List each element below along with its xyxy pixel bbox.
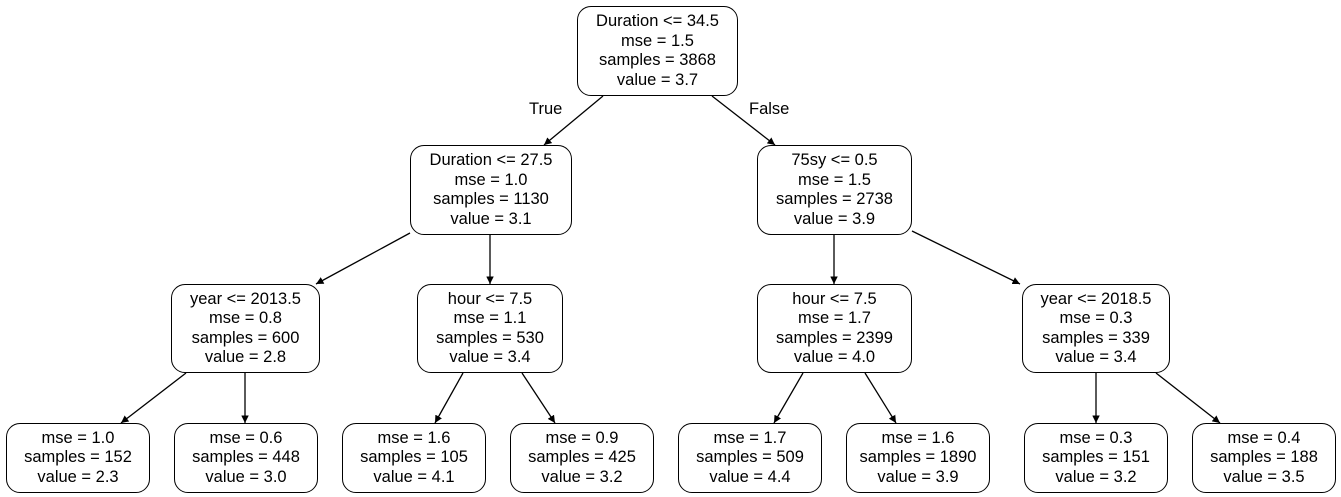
node-line: value = 2.8	[204, 348, 287, 366]
node-line: samples = 1890	[859, 448, 977, 467]
node-line: value = 3.9	[793, 209, 876, 228]
node-line: value = 3.1	[450, 209, 532, 228]
node-line: samples = 2738	[776, 190, 893, 208]
node-line: mse = 1.6	[377, 428, 451, 447]
edge-arrow-n4-n10	[521, 372, 556, 424]
node-line: mse = 0.3	[1059, 309, 1133, 327]
node-line: mse = 1.5	[798, 170, 871, 189]
node-line: Duration <= 34.5	[596, 12, 719, 30]
node-line: mse = 1.1	[453, 309, 527, 327]
node-line: year <= 2013.5	[189, 289, 301, 308]
node-line: mse = 1.7	[798, 309, 871, 327]
edge-arrow-n0-n2	[711, 95, 776, 146]
node-line: value = 2.3	[37, 467, 119, 486]
edge-arrow-n4-n9	[434, 372, 464, 424]
node-line: mse = 0.6	[209, 428, 283, 447]
node-line: year <= 2018.5	[1040, 289, 1152, 308]
node-line: samples = 1130	[433, 190, 549, 208]
node-line: samples = 3868	[599, 51, 716, 69]
node-line: samples = 530	[436, 328, 544, 347]
node-line: samples = 105	[360, 448, 468, 467]
node-line: value = 3.9	[877, 467, 959, 486]
node-line: mse = 0.8	[209, 309, 282, 327]
node-line: value = 4.0	[793, 348, 876, 366]
node-line: mse = 1.6	[881, 428, 955, 447]
edges-group	[120, 95, 1221, 424]
node-line: samples = 188	[1210, 448, 1318, 467]
node-line: mse = 1.7	[713, 428, 787, 447]
node-line: samples = 152	[24, 448, 132, 467]
edge-arrow-n0-n1	[543, 95, 604, 146]
node-line: value = 3.4	[449, 348, 531, 366]
edge-arrow-n3-n7	[120, 372, 187, 424]
node-line: mse = 1.0	[41, 428, 115, 447]
edge-arrow-n1-n3	[315, 232, 411, 285]
node-line: mse = 0.3	[1059, 428, 1133, 447]
node-line: samples = 339	[1042, 328, 1150, 347]
node-line: mse = 1.5	[621, 31, 694, 50]
node-line: mse = 0.4	[1227, 428, 1301, 447]
edge-arrow-n6-n14	[1155, 372, 1221, 424]
edge-arrow-n2-n6	[911, 230, 1021, 285]
node-line: value = 3.2	[541, 467, 623, 486]
node-line: hour <= 7.5	[792, 289, 877, 308]
edge-arrow-n5-n11	[773, 372, 804, 424]
edge-arrow-n5-n12	[864, 372, 897, 424]
node-line: value = 3.7	[616, 70, 699, 89]
node-line: 75sy <= 0.5	[791, 151, 878, 169]
node-line: value = 3.2	[1055, 467, 1137, 486]
node-line: samples = 600	[191, 328, 300, 347]
node-line: value = 3.5	[1223, 467, 1305, 486]
node-line: mse = 1.0	[454, 170, 528, 189]
edge-label-false: False	[749, 100, 790, 118]
node-line: Duration <= 27.5	[429, 151, 553, 169]
node-line: samples = 425	[528, 448, 636, 467]
node-line: value = 4.4	[709, 467, 791, 486]
node-line: hour <= 7.5	[447, 289, 533, 308]
node-line: mse = 0.9	[545, 428, 619, 447]
node-line: value = 3.0	[205, 467, 287, 486]
node-line: samples = 2399	[776, 328, 893, 347]
node-line: samples = 509	[696, 448, 804, 467]
node-line: value = 4.1	[373, 467, 455, 486]
edge-label-true: True	[529, 100, 563, 118]
node-line: samples = 448	[192, 448, 300, 467]
node-line: value = 3.4	[1055, 348, 1137, 366]
node-line: samples = 151	[1042, 448, 1150, 467]
